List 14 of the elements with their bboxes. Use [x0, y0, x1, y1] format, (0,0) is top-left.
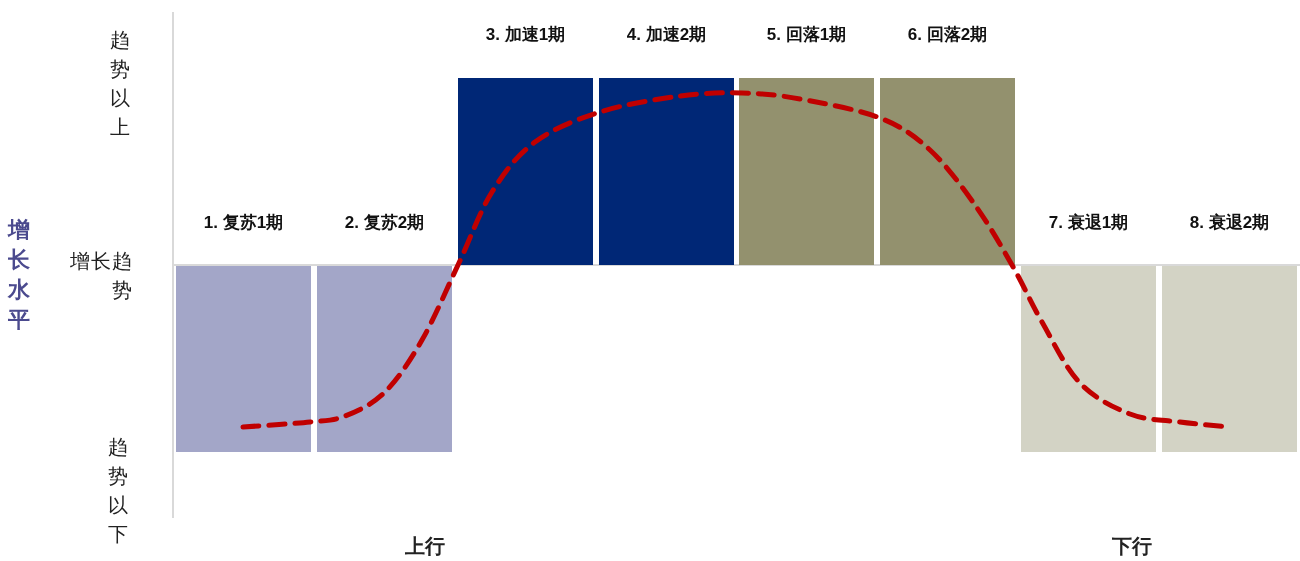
axis-label: 增长趋势	[69, 248, 133, 304]
phase-label: 4. 加速2期	[625, 24, 708, 46]
phase-label: 1. 复苏1期	[202, 212, 285, 234]
phase-label: 5. 回落1期	[765, 24, 848, 46]
axis-label: 趋势以上	[110, 27, 131, 141]
axis-label: 增长水平	[8, 215, 31, 334]
phase-label: 6. 回落2期	[906, 24, 989, 46]
direction-label: 下行	[1112, 533, 1153, 560]
phase-label: 7. 衰退1期	[1047, 212, 1130, 234]
axis-label: 趋势以下	[108, 434, 129, 548]
phase-label: 3. 加速1期	[484, 24, 567, 46]
phase-label: 8. 衰退2期	[1188, 212, 1271, 234]
phase-label: 2. 复苏2期	[343, 212, 426, 234]
direction-label: 上行	[405, 533, 446, 560]
